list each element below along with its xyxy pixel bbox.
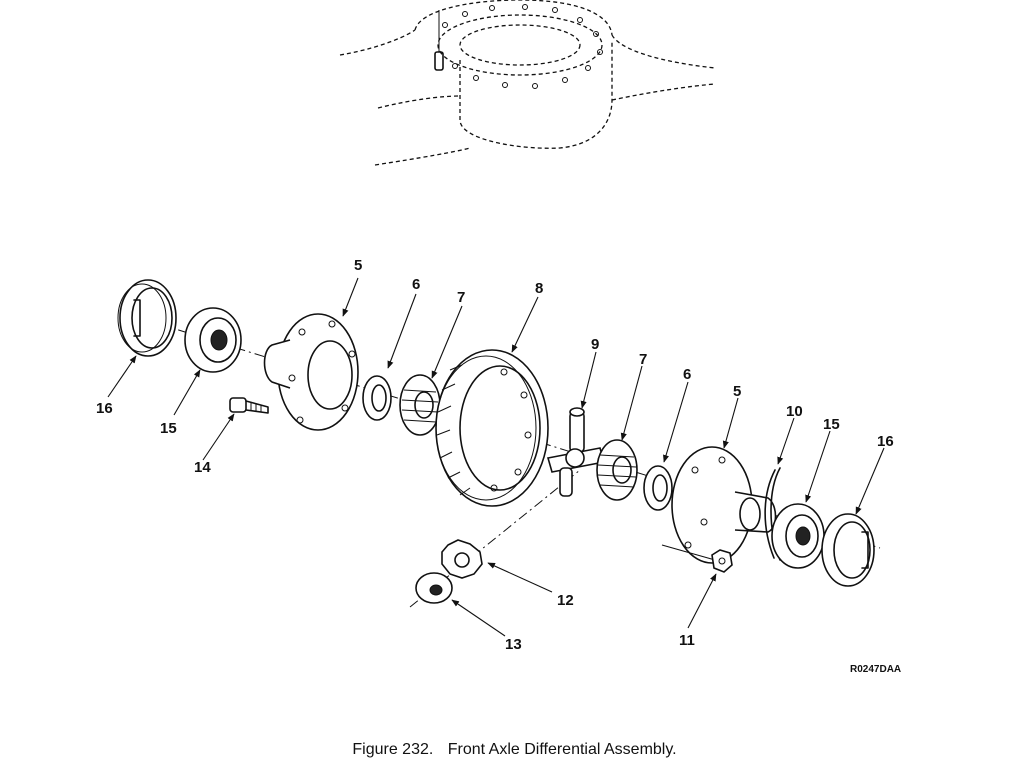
side-gear-left [399,374,441,436]
callout-16-left: 16 [96,400,113,417]
callout-13: 13 [505,636,522,653]
callout-5-left: 5 [354,257,362,274]
differential-case-left [263,313,359,431]
callout-6-left: 6 [412,276,420,293]
drawing-code: R0247DAA [850,664,901,675]
leader-lines [107,277,885,637]
callout-8: 8 [535,280,543,297]
bearing-cone-right [771,503,825,569]
figure-title: Front Axle Differential Assembly. [447,741,677,758]
differential-spider [546,407,606,497]
figure-caption: Figure 232. Front Axle Differential Asse… [0,741,1029,759]
callout-5-right: 5 [733,383,741,400]
differential-case-right [671,446,777,564]
callout-14: 14 [194,459,211,476]
callout-labels: 16 15 14 5 6 7 8 9 7 6 5 10 15 16 12 13 … [96,257,894,653]
callout-15-left: 15 [160,420,177,437]
bolt [229,397,269,414]
pinion-shaft-axis [409,469,581,608]
callout-7-right: 7 [639,351,647,368]
bearing-cup-left [117,279,177,357]
side-gear-right [596,439,638,501]
ring-gear [435,349,549,507]
pinion-gear [441,539,483,579]
callout-10: 10 [786,403,803,420]
callout-16-right: 16 [877,433,894,450]
thrust-washer-right [643,465,673,511]
callout-7-left: 7 [457,289,465,306]
callout-15-right: 15 [823,416,840,433]
callout-12: 12 [557,592,574,609]
callout-9: 9 [591,336,599,353]
pinion-thrust-washer [415,572,453,604]
callout-11: 11 [679,632,695,649]
bearing-cup-right [821,513,875,587]
axle-housing-phantom [339,0,716,166]
bearing-cone-left [184,307,242,373]
figure-number: Figure 232. [352,741,434,758]
thrust-washer-left [362,375,392,421]
nut [661,544,733,573]
callout-6-right: 6 [683,366,691,383]
